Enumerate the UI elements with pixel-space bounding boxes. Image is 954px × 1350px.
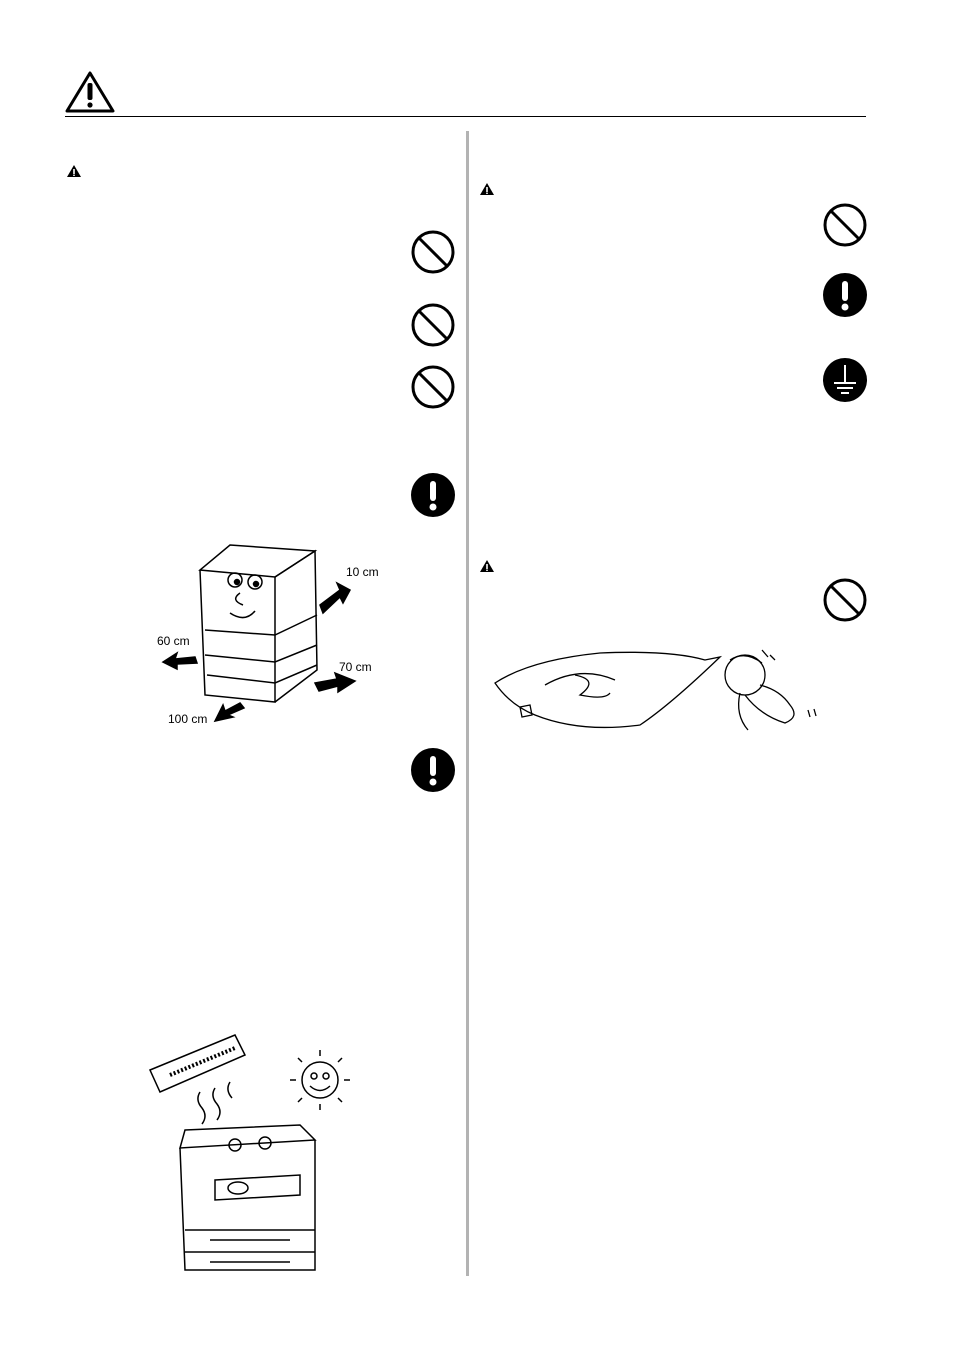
mandatory-icon — [410, 472, 456, 518]
prohibition-icon — [410, 364, 456, 410]
mandatory-icon — [822, 272, 868, 318]
warning-triangle-icon — [65, 70, 115, 114]
small-warning-icon — [67, 164, 81, 178]
plastic-bag-child-illustration — [490, 645, 830, 740]
clearance-label-front: 100 cm — [168, 712, 208, 726]
clearance-label-left: 60 cm — [157, 634, 190, 648]
prohibition-icon — [410, 302, 456, 348]
small-warning-icon — [480, 182, 494, 196]
ground-icon — [822, 357, 868, 403]
prohibition-icon — [822, 202, 868, 248]
small-warning-icon — [480, 559, 494, 573]
header-rule — [65, 116, 866, 117]
prohibition-icon — [822, 577, 868, 623]
heat-source-illustration — [140, 1030, 360, 1278]
column-divider — [466, 131, 469, 1276]
prohibition-icon — [410, 229, 456, 275]
clearance-illustration — [145, 535, 385, 730]
mandatory-icon — [410, 747, 456, 793]
clearance-label-back: 10 cm — [346, 565, 379, 579]
clearance-label-right: 70 cm — [339, 660, 372, 674]
